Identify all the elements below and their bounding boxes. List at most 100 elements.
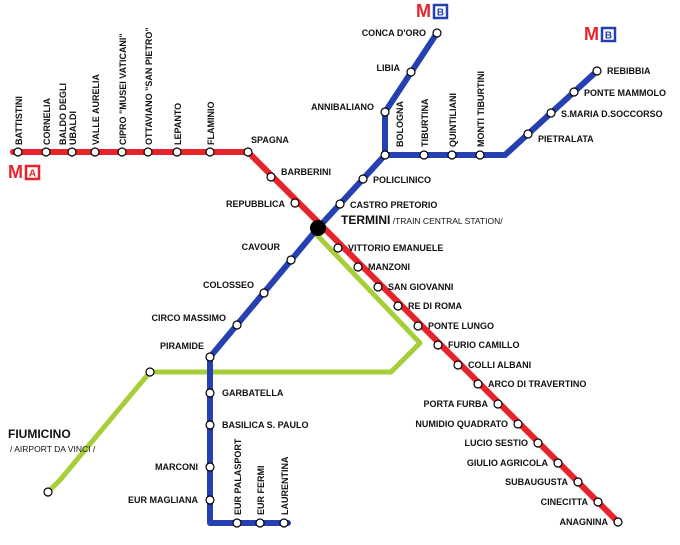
station-label: TERMINI /TRAIN CENTRAL STATION/ xyxy=(341,213,503,227)
station-ottaviano-san-pietro: OTTAVIANO "SAN PIETRO" xyxy=(143,27,154,157)
station-label: SAN GIOVANNI xyxy=(388,282,453,292)
station-label: EUR PALASPORT xyxy=(233,438,243,515)
station-dot xyxy=(43,487,53,497)
station-label: PIRAMIDE xyxy=(160,341,204,351)
line-letter: A xyxy=(29,169,36,180)
station-dot xyxy=(593,497,603,507)
station-dot xyxy=(358,174,368,184)
station-libia: LIBIA xyxy=(377,63,416,77)
station-dot xyxy=(243,147,253,157)
line-letter-box xyxy=(24,164,41,181)
line-letter: B xyxy=(605,31,612,42)
station-dot xyxy=(117,147,127,157)
station-dot xyxy=(353,262,363,272)
station-dot xyxy=(41,147,51,157)
station-colosseo: COLOSSEO xyxy=(203,280,269,298)
station-label: FIUMICINO xyxy=(8,427,71,441)
station-label: SUBAUGUSTA xyxy=(505,477,568,487)
station-colli-albani: COLLI ALBANI xyxy=(453,360,531,370)
station-dot xyxy=(475,150,485,160)
station-label: CIPRO "MUSEI VATICANI" xyxy=(118,33,128,145)
station-repubblica: REPUBBLICA xyxy=(226,198,300,209)
station-label: FLAMINIO xyxy=(206,102,216,146)
station-dot xyxy=(573,477,583,487)
station-label: S.MARIA D.SOCCORSO xyxy=(561,109,663,119)
station-cornelia: CORNELIA xyxy=(41,98,52,157)
station-label: PONTE LUNGO xyxy=(428,321,494,331)
station-dot xyxy=(613,517,623,527)
station-dot xyxy=(205,495,215,505)
station-conca-d-oro: CONCA D'ORO xyxy=(362,28,442,38)
station-termini: TERMINI /TRAIN CENTRAL STATION/ xyxy=(310,213,503,236)
station-label: MANZONI xyxy=(368,262,410,272)
station-spagna: SPAGNA xyxy=(243,135,289,157)
station-tiburtina: TIBURTINA xyxy=(419,98,430,160)
station-dot xyxy=(473,379,483,389)
station-dot xyxy=(259,288,269,298)
station-dot xyxy=(569,87,579,97)
station-label: MONTI TIBURTINI xyxy=(476,71,486,147)
station-label: POLICLINICO xyxy=(373,175,431,185)
station-dot xyxy=(380,107,390,117)
station-ponte-mammolo: PONTE MAMMOLO xyxy=(569,87,666,98)
station-furio-camillo: FURIO CAMILLO xyxy=(433,340,520,350)
station-ponte-lungo: PONTE LUNGO xyxy=(413,321,494,331)
airport-line xyxy=(45,230,423,495)
station-label: CIRCO MASSIMO xyxy=(151,313,226,323)
station-label: COLOSSEO xyxy=(203,280,254,290)
station-dot xyxy=(432,28,442,38)
station-label: CONCA D'ORO xyxy=(362,28,426,38)
station-rebibbia: REBIBBIA xyxy=(592,66,651,76)
station-dot xyxy=(255,518,265,528)
station-dot xyxy=(67,147,77,157)
station-dot xyxy=(406,67,416,77)
metro-m-icon: M xyxy=(8,162,23,182)
station-dot xyxy=(419,150,429,160)
station-label: LEPANTO xyxy=(173,103,183,145)
metro-m-icon: M xyxy=(416,1,431,21)
interchange-dot xyxy=(310,220,326,236)
station-monti-tiburtini: MONTI TIBURTINI xyxy=(475,71,486,160)
station-dot xyxy=(333,243,343,253)
station-label: BATTISTINI xyxy=(14,96,24,145)
station-dot xyxy=(205,420,215,430)
station-dot xyxy=(279,518,289,528)
station-dot xyxy=(13,147,23,157)
station-dot xyxy=(172,147,182,157)
station-label: MARCONI xyxy=(155,462,198,472)
station-dot xyxy=(205,352,215,362)
station-label: BALDO DEGLIUBALDI xyxy=(58,83,78,145)
station-label: VITTORIO EMANUELE xyxy=(348,243,443,253)
station-annibaliano: ANNIBALIANO xyxy=(311,102,390,117)
station-dot xyxy=(205,147,215,157)
station-battistini: BATTISTINI xyxy=(13,96,24,157)
station-dot xyxy=(286,255,296,265)
station-flaminio: FLAMINIO xyxy=(205,102,216,157)
station-label: OTTAVIANO "SAN PIETRO" xyxy=(144,27,154,145)
station-eur-fermi: EUR FERMI xyxy=(255,466,266,528)
station-dot xyxy=(393,301,403,311)
station-dot xyxy=(373,282,383,292)
station-barberini: BARBERINI xyxy=(266,167,331,182)
station-valle-aurelia: VALLE AURELIA xyxy=(90,74,101,157)
line-letter: B xyxy=(437,8,444,19)
station-label: BOLOGNA xyxy=(395,101,405,147)
station-porta-furba: PORTA FURBA xyxy=(424,399,503,409)
station-manzoni: MANZONI xyxy=(353,262,410,272)
station-numidio-quadrato: NUMIDIO QUADRATO xyxy=(415,419,523,429)
station-label: REBIBBIA xyxy=(607,66,651,76)
station-anagnina: ANAGNINA xyxy=(560,517,623,527)
station-label: ANAGNINA xyxy=(560,517,609,527)
metro-m-icon: M xyxy=(584,24,599,44)
station-label: COLLI ALBANI xyxy=(468,360,531,370)
station-dot xyxy=(232,518,242,528)
station-label: BARBERINI xyxy=(281,167,331,177)
station-dot xyxy=(145,367,155,377)
station-subaugusta: SUBAUGUSTA xyxy=(505,477,583,487)
station-dot xyxy=(592,66,602,76)
station-pietralata: PIETRALATA xyxy=(523,129,594,144)
station-baldo-degli-ubaldi: BALDO DEGLIUBALDI xyxy=(58,83,78,157)
